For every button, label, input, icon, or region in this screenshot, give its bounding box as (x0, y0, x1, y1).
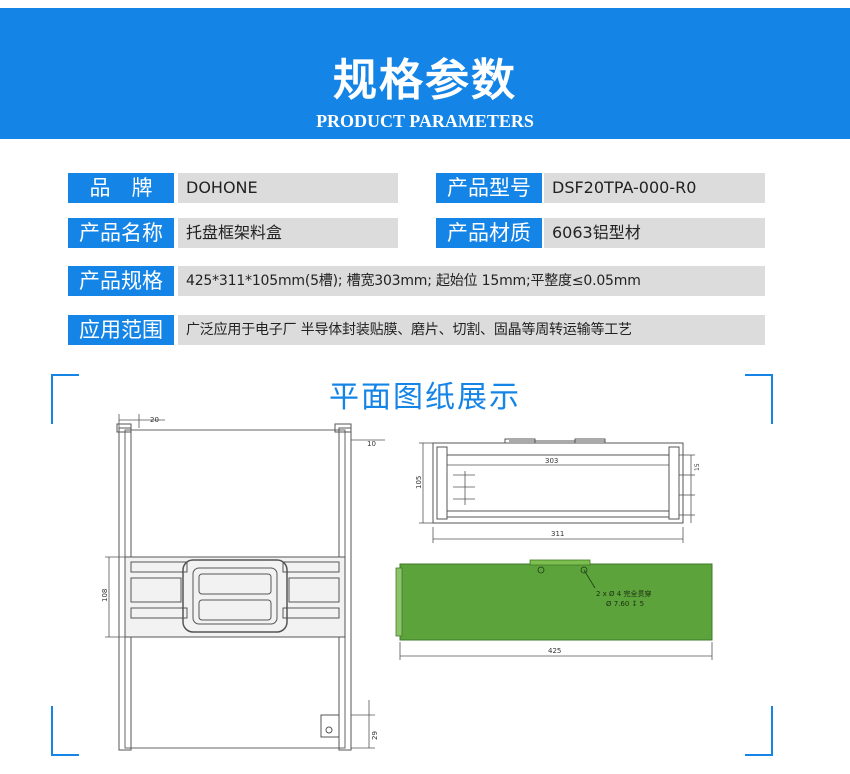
hole-note-line1: 2 x Ø 4 完全贯穿 (596, 589, 651, 598)
front-view-drawing: 2 x Ø 4 完全贯穿 Ø 7.60 ↧ 5 425 (395, 559, 713, 660)
corner-bracket-bottom-right (745, 706, 773, 756)
corner-bracket-top-right (745, 374, 773, 424)
model-label: 产品型号 (436, 173, 542, 203)
page-title: 规格参数 (333, 55, 517, 106)
usage-label: 应用范围 (68, 315, 174, 345)
dim-15-label: 15 (694, 463, 700, 471)
header-banner: 规格参数 PRODUCT PARAMETERS (0, 8, 850, 139)
hole-note-line2: Ø 7.60 ↧ 5 (606, 600, 644, 608)
side-view-drawing: 303 105 15 311 (415, 438, 700, 543)
dim-311-label: 311 (551, 530, 564, 538)
corner-bracket-bottom-left (51, 706, 79, 756)
model-value: DSF20TPA-000-R0 (544, 173, 765, 203)
material-value: 6063铝型材 (544, 218, 765, 248)
spec-value: 425*311*105mm(5槽); 槽宽303mm; 起始位 15mm;平整度… (178, 266, 765, 296)
corner-bracket-top-left (51, 374, 79, 424)
usage-value: 广泛应用于电子厂 半导体封装贴膜、磨片、切割、固晶等周转运输等工艺 (178, 315, 765, 345)
material-label: 产品材质 (436, 218, 542, 248)
dim-105-label: 105 (415, 476, 423, 489)
dim-303-label: 303 (545, 457, 558, 465)
page-subtitle: PRODUCT PARAMETERS (316, 111, 534, 131)
dim-29-label: 29 (371, 731, 379, 740)
spec-label: 产品规格 (68, 266, 174, 296)
drawings-title: 平面图纸展示 (329, 380, 521, 415)
product-name-label: 产品名称 (68, 218, 174, 248)
brand-value: DOHONE (178, 173, 398, 203)
brand-label: 品 牌 (68, 173, 174, 203)
dim-108-label: 108 (101, 589, 109, 602)
dim-10-label: 10 (367, 440, 376, 448)
dim-20-label: 20 (150, 416, 159, 424)
dim-425-label: 425 (548, 647, 561, 655)
product-name-value: 托盘框架料盒 (178, 218, 398, 248)
top-view-drawing: 20 10 108 29 (101, 414, 385, 751)
